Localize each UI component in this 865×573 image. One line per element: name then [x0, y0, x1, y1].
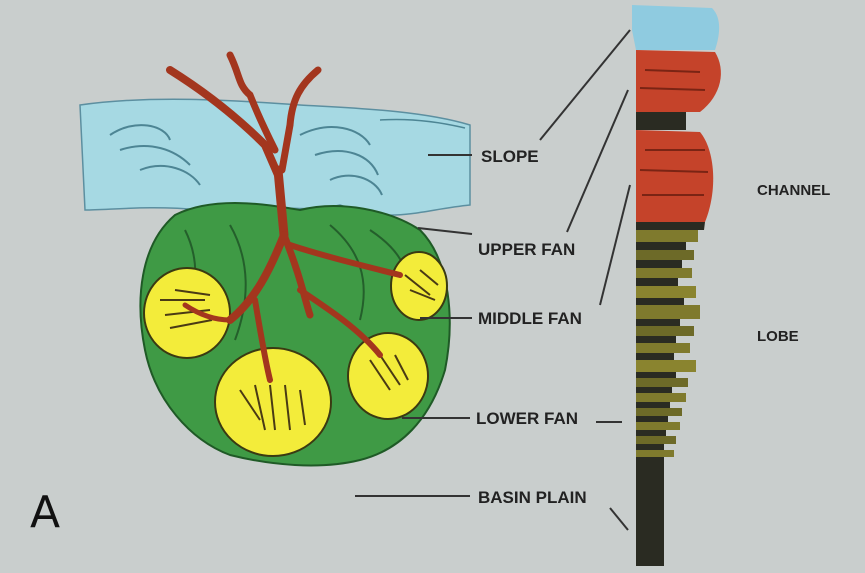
label-upper-fan: UPPER FAN [478, 240, 575, 259]
label-lower-fan: LOWER FAN [476, 409, 578, 428]
label-channel: CHANNEL [757, 182, 830, 199]
column-channel-beds [636, 50, 721, 230]
lobe-bottom [215, 348, 331, 456]
column-slope-top [632, 5, 719, 50]
stratigraphic-column [632, 5, 721, 566]
label-middle-fan: MIDDLE FAN [478, 309, 582, 328]
panel-letter: A [30, 487, 60, 538]
label-basin-plain: BASIN PLAIN [478, 488, 587, 507]
column-lobe-beds [636, 230, 700, 480]
label-slope: SLOPE [481, 147, 539, 166]
lobe-right [348, 333, 428, 419]
label-lobe: LOBE [757, 328, 799, 345]
column-basin-plain [636, 480, 664, 566]
slope-area [80, 99, 470, 215]
